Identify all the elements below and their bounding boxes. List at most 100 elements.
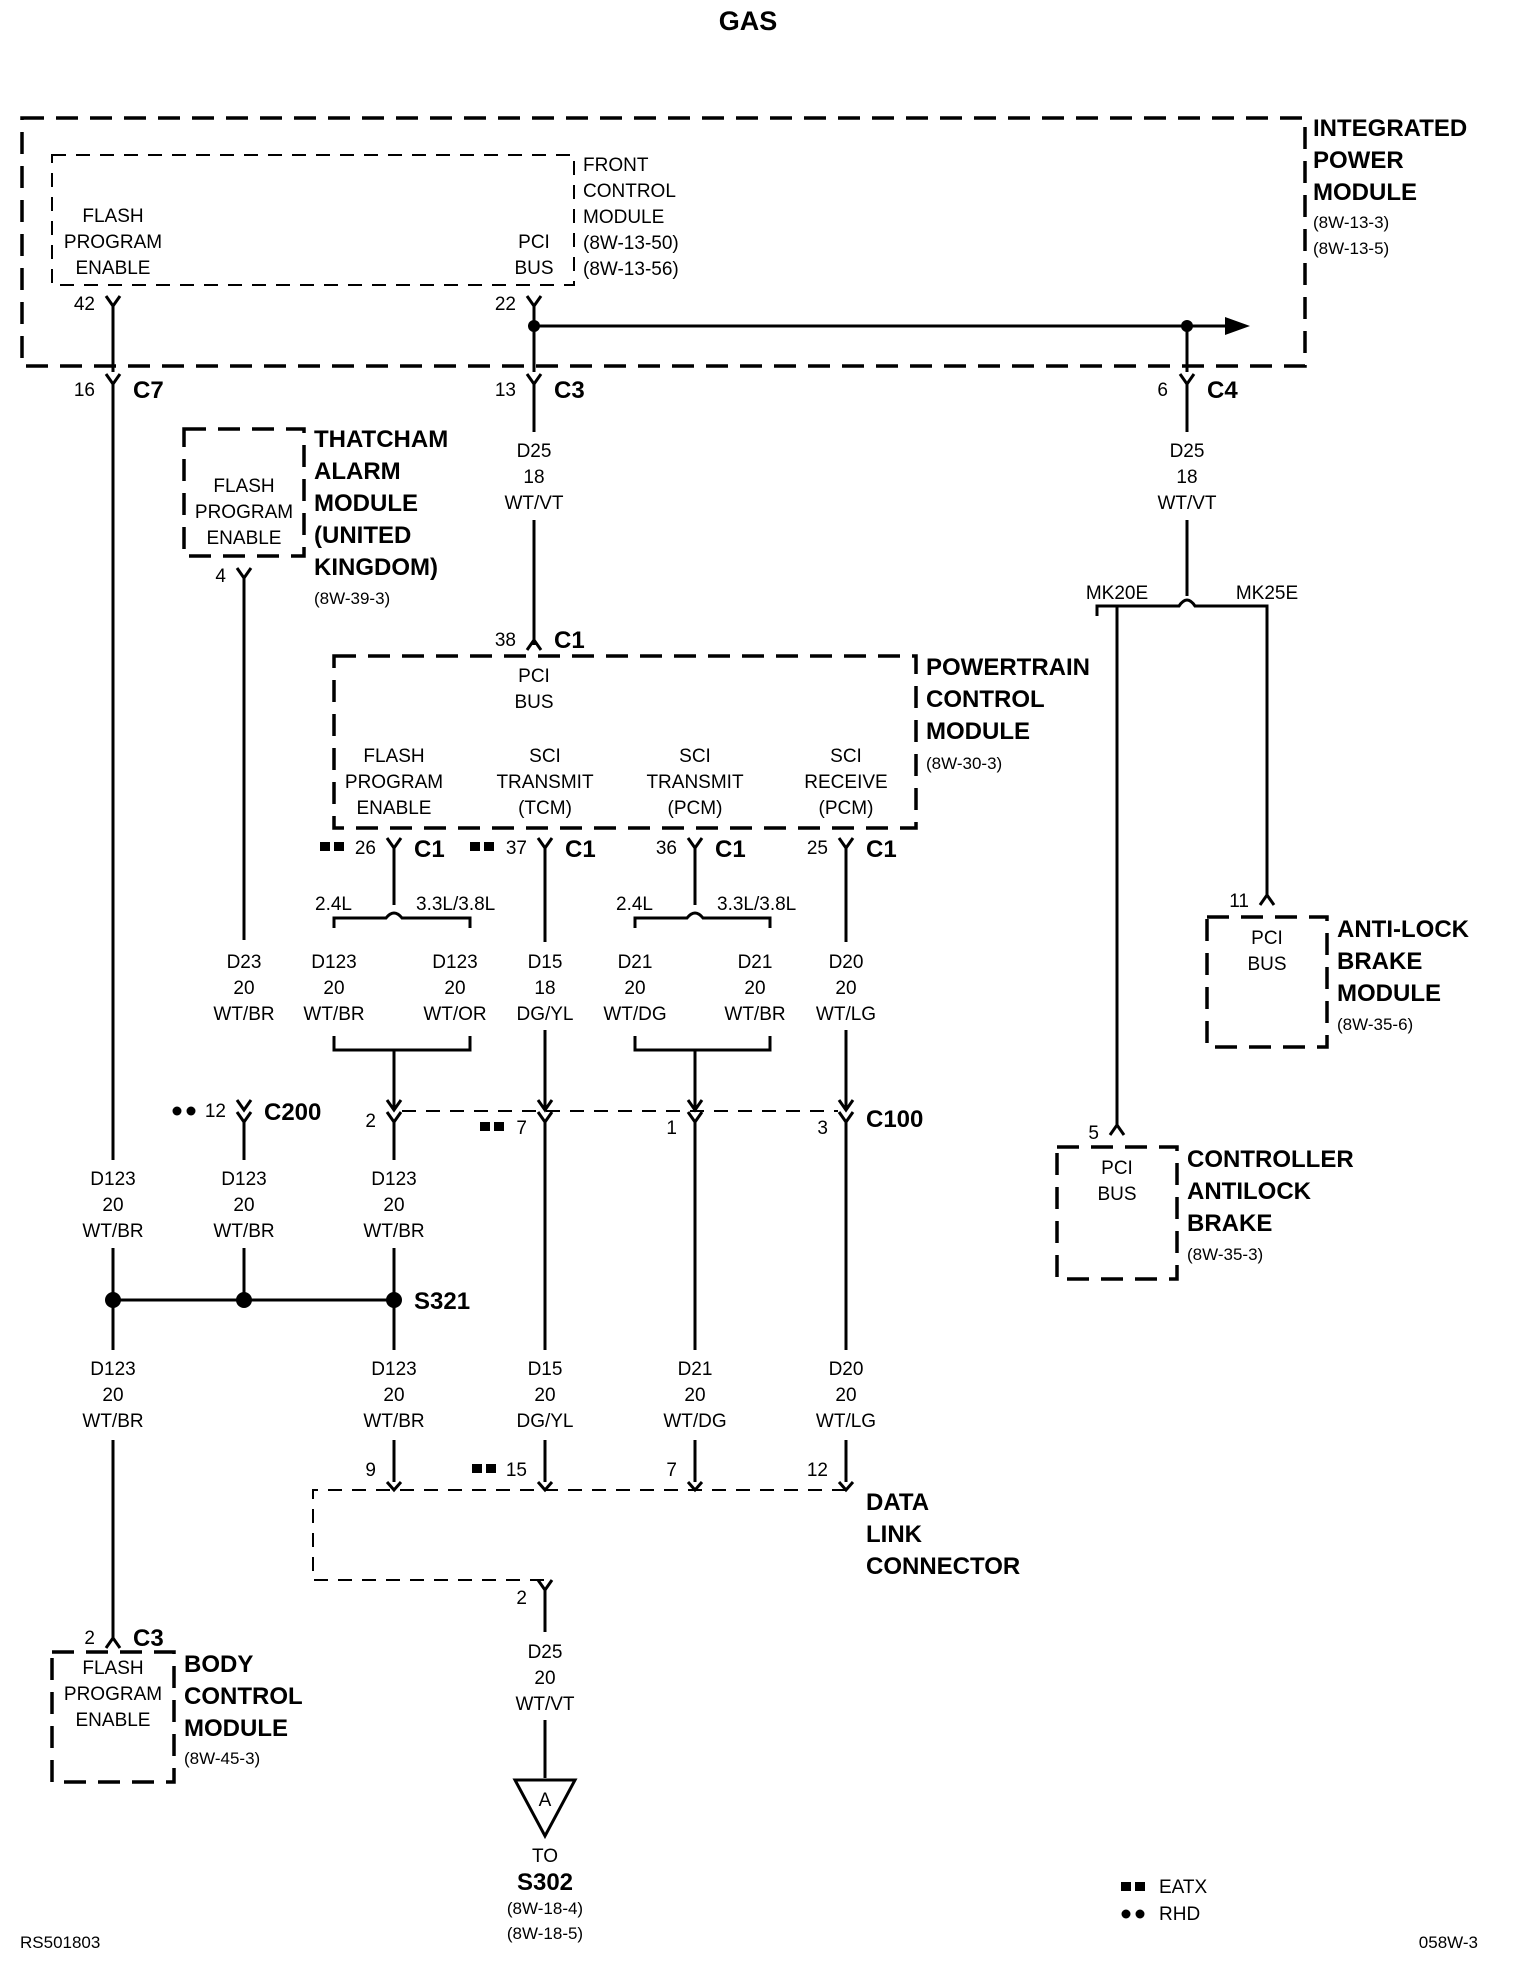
pcm-pin-36-terminal [686,837,704,851]
svg-text:D21: D21 [618,952,653,973]
abs-terminal [1258,892,1276,906]
svg-text:20: 20 [534,1668,555,1689]
svg-text:ENABLE: ENABLE [207,528,282,549]
c200-terminal [235,1099,253,1125]
svg-text:WT/BR: WT/BR [303,1004,364,1025]
svg-text:20: 20 [383,1385,404,1406]
svg-text:BRAKE: BRAKE [1187,1210,1272,1237]
pcm-pin-sci-receive-pcm: SCI RECEIVE (PCM) [804,746,887,819]
svg-text:20: 20 [323,978,344,999]
pcm-c1-terminal [525,637,543,651]
eatx-marker [472,1464,496,1473]
pcm-c1-label: C1 [554,627,585,654]
svg-text:PROGRAM: PROGRAM [345,772,443,793]
svg-text:(8W-13-50): (8W-13-50) [583,233,679,254]
svg-text:(8W-35-3): (8W-35-3) [1187,1245,1263,1264]
pcm-pin-36-connector: C1 [715,836,746,863]
svg-text:(TCM): (TCM) [518,798,572,819]
pcm-pin-number-37: 37 [506,838,527,859]
abs-pin-number: 11 [1229,891,1249,912]
svg-text:WT/BR: WT/BR [213,1221,274,1242]
svg-text:18: 18 [523,467,544,488]
svg-text:BUS: BUS [1097,1184,1136,1205]
variant-bracket-bottom-26 [332,1036,472,1080]
svg-text:FLASH: FLASH [363,746,424,767]
dlc-pin-number-2: 2 [516,1588,527,1609]
svg-text:DG/YL: DG/YL [516,1004,573,1025]
svg-text:BUS: BUS [1247,954,1286,975]
wire-label-d20-b: D20 20 WT/LG [816,1359,876,1432]
svg-text:MODULE: MODULE [926,718,1030,745]
svg-text:ENABLE: ENABLE [76,1710,151,1731]
c4-terminal [1178,373,1196,387]
svg-text:PCI: PCI [518,232,550,253]
pcm-label: POWERTRAIN CONTROL MODULE (8W-30-3) [926,654,1090,773]
dlc-pin-12-terminal [837,1481,855,1493]
svg-text:CONNECTOR: CONNECTOR [866,1553,1020,1580]
dlc-pin-7-terminal [686,1481,704,1493]
svg-text:SCI: SCI [679,746,711,767]
splice-dot [386,1292,402,1308]
svg-text:D123: D123 [371,1169,416,1190]
pcm-pin-37-terminal [536,837,554,851]
svg-text:D123: D123 [371,1359,416,1380]
variant-label-24: 2.4L [616,894,653,915]
svg-text:PROGRAM: PROGRAM [64,1684,162,1705]
svg-text:(PCM): (PCM) [668,798,723,819]
dlc-pin-number-15: 15 [506,1460,527,1481]
svg-text:(8W-45-3): (8W-45-3) [184,1749,260,1768]
svg-text:DATA: DATA [866,1489,929,1516]
ipm-label: INTEGRATED POWER MODULE (8W-13-3) (8W-13… [1313,115,1467,258]
svg-text:POWER: POWER [1313,147,1404,174]
svg-text:FLASH: FLASH [82,1658,143,1679]
abs-pin-label: PCI BUS [1247,928,1286,975]
svg-text:D15: D15 [528,1359,563,1380]
pcm-pin-flash-program-enable: FLASH PROGRAM ENABLE [345,746,443,819]
variant-label-mk20e: MK20E [1086,583,1148,604]
thatcham-label: THATCHAM ALARM MODULE (UNITED KINGDOM) (… [314,426,448,608]
svg-text:20: 20 [233,1195,254,1216]
svg-text:TRANSMIT: TRANSMIT [496,772,594,793]
pcm-pci-bus-label: PCI BUS [514,666,553,713]
svg-text:CONTROL: CONTROL [583,181,676,202]
pcm-c1-pin-number: 38 [495,630,516,651]
svg-text:D123: D123 [432,952,477,973]
svg-text:SCI: SCI [529,746,561,767]
wire-label-d20: D20 20 WT/LG [816,952,876,1025]
svg-text:(UNITED: (UNITED [314,522,411,549]
svg-text:FLASH: FLASH [213,476,274,497]
pcm-pin-25-terminal [837,837,855,851]
svg-text:ANTILOCK: ANTILOCK [1187,1178,1312,1205]
wire-label-d21-b: D21 20 WT/BR [724,952,785,1025]
wire-label-d123-c3: D123 20 WT/BR [363,1169,424,1242]
svg-text:WT/VT: WT/VT [515,1694,574,1715]
c200-pin-number: 12 [205,1101,226,1122]
pci-splice-dot [528,320,540,332]
svg-text:20: 20 [684,1385,705,1406]
cab-box [1055,1145,1179,1281]
svg-text:WT/LG: WT/LG [816,1411,876,1432]
svg-text:RECEIVE: RECEIVE [804,772,887,793]
abs-label: ANTI-LOCK BRAKE MODULE (8W-35-6) [1337,916,1470,1034]
splice-to-label: TO [532,1846,558,1867]
svg-text:D123: D123 [90,1359,135,1380]
svg-text:D15: D15 [528,952,563,973]
rhd-marker [172,1106,196,1116]
svg-text:BUS: BUS [514,692,553,713]
pcm-pin-26-terminal [385,837,403,851]
wire-label-d15: D15 18 DG/YL [516,952,573,1025]
svg-text:FRONT: FRONT [583,155,649,176]
svg-text:THATCHAM: THATCHAM [314,426,448,453]
svg-text:(8W-30-3): (8W-30-3) [926,754,1002,773]
pcm-box [332,654,918,830]
cab-terminal [1108,1122,1126,1136]
fcm-pin-number-22: 22 [495,294,516,315]
svg-text:(8W-13-56): (8W-13-56) [583,259,679,280]
svg-text:INTEGRATED: INTEGRATED [1313,115,1467,142]
svg-text:WT/DG: WT/DG [603,1004,666,1025]
wire-label-d123-d2: D123 20 WT/BR [363,1359,424,1432]
svg-text:PROGRAM: PROGRAM [195,502,293,523]
thatcham-terminal [235,567,253,581]
svg-text:WT/BR: WT/BR [363,1411,424,1432]
svg-text:20: 20 [233,978,254,999]
